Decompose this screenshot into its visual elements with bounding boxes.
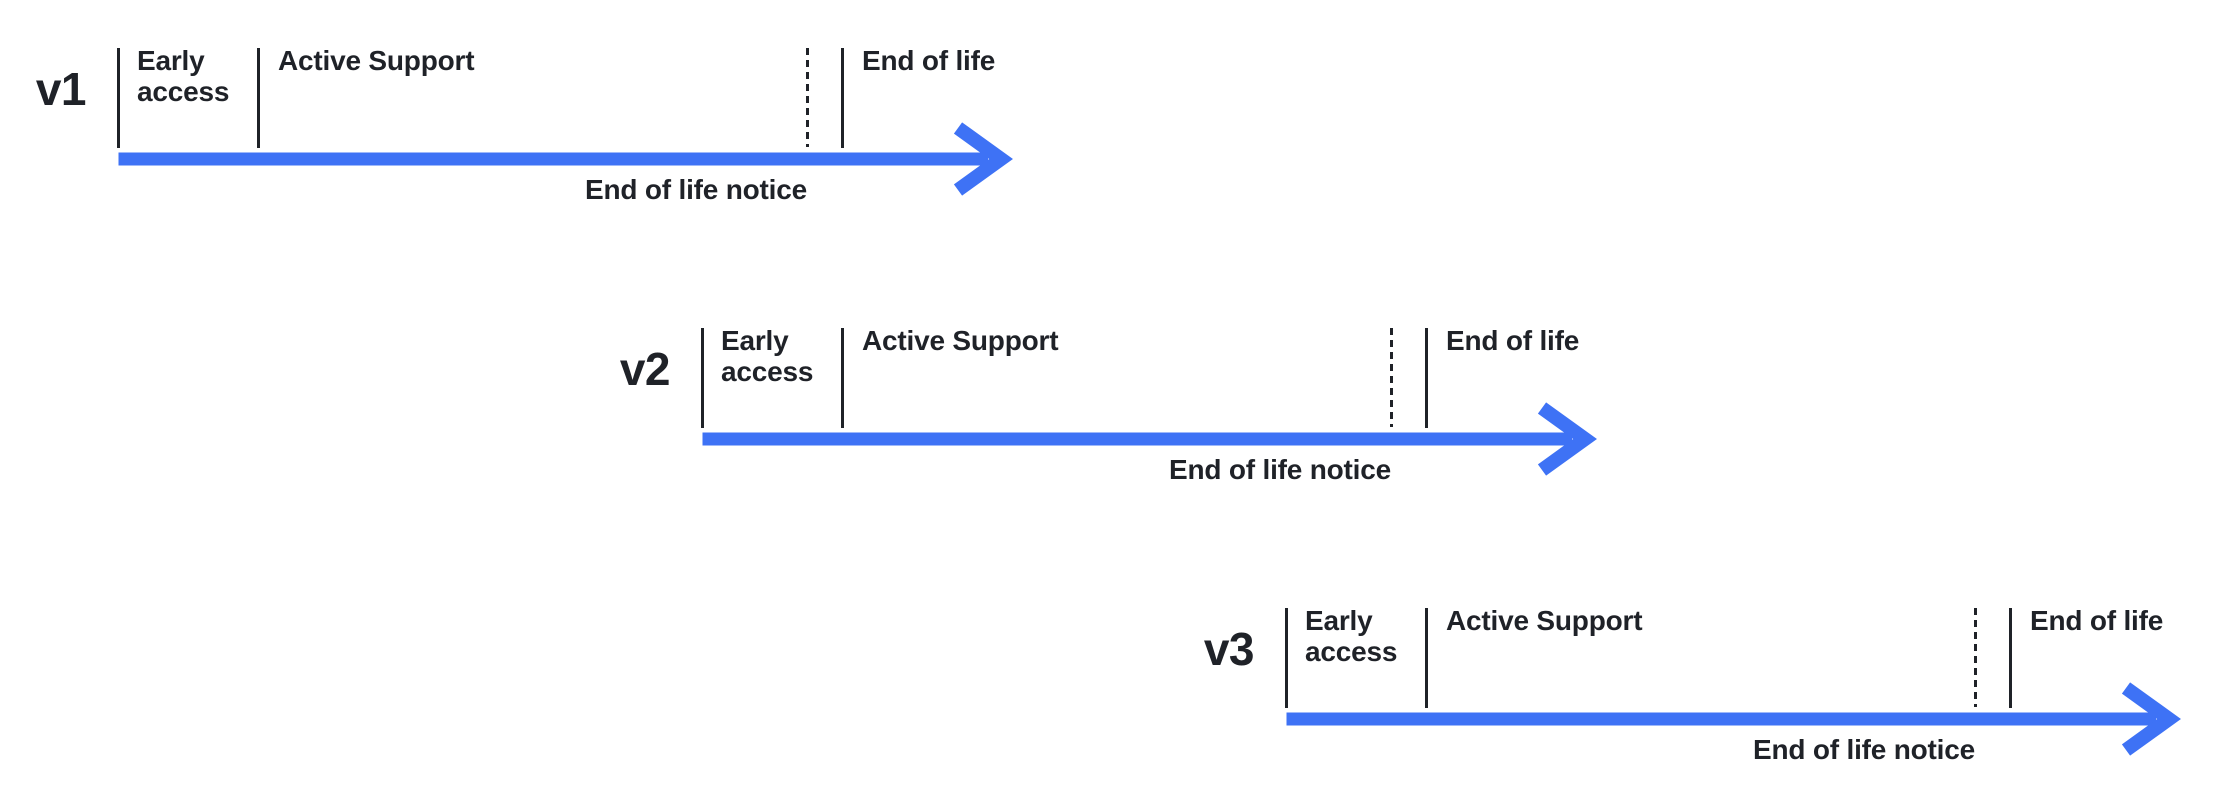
early-access-label: Early access — [721, 325, 814, 387]
end-of-life-notice-label: End of life notice — [585, 174, 807, 205]
active-support-label: Active Support — [862, 325, 1059, 356]
end-of-life-notice-label: End of life notice — [1169, 454, 1391, 485]
eol-notice-dashed-tick — [806, 48, 809, 147]
early-access-label: Early access — [1305, 605, 1398, 667]
end-of-life-notice-label: End of life notice — [1753, 734, 1975, 765]
early-access-start-tick — [117, 48, 120, 148]
end-of-life-tick — [841, 48, 844, 148]
active-support-label: Active Support — [1446, 605, 1643, 636]
end-of-life-label: End of life — [862, 45, 996, 76]
end-of-life-label: End of life — [1446, 325, 1580, 356]
active-support-label: Active Support — [278, 45, 475, 76]
version-label: v3 — [1203, 623, 1255, 675]
end-of-life-label: End of life — [2030, 605, 2164, 636]
timeline-arrow-icon — [702, 402, 1597, 476]
early-access-label: Early access — [137, 45, 230, 107]
eol-notice-dashed-tick — [1390, 328, 1393, 427]
version-label: v1 — [35, 63, 87, 115]
eol-notice-dashed-tick — [1974, 608, 1977, 707]
end-of-life-tick — [1425, 328, 1428, 428]
early-access-start-tick — [1285, 608, 1288, 708]
timeline-arrow-icon — [1286, 682, 2181, 756]
early-access-start-tick — [701, 328, 704, 428]
active-support-start-tick — [841, 328, 844, 428]
active-support-start-tick — [257, 48, 260, 148]
active-support-start-tick — [1425, 608, 1428, 708]
end-of-life-tick — [2009, 608, 2012, 708]
timeline-arrow-icon — [118, 122, 1013, 196]
version-label: v2 — [619, 343, 671, 395]
